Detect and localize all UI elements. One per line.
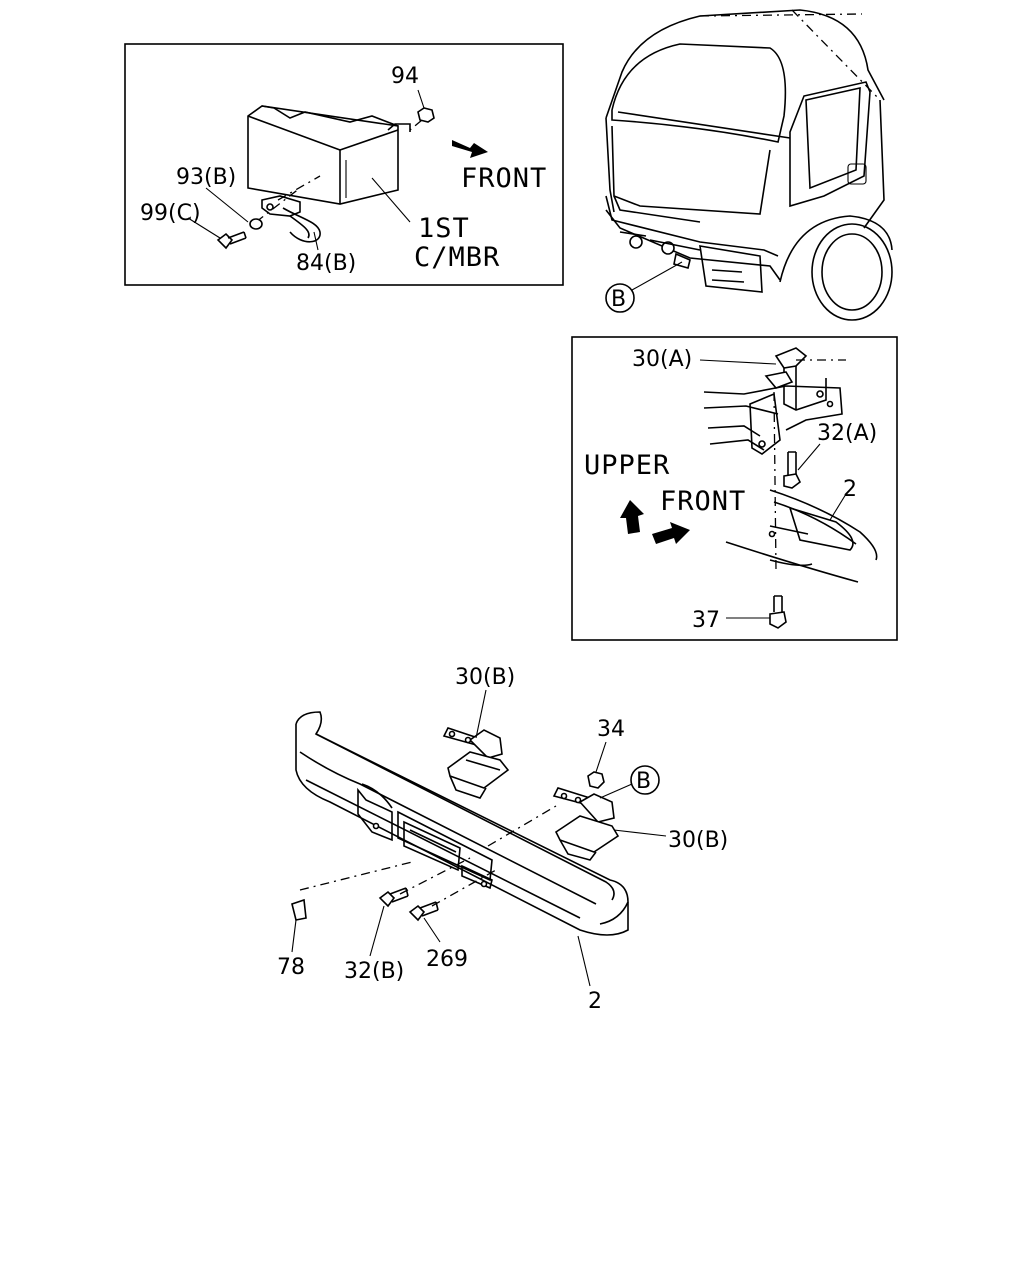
label-c-mbr: C/MBR bbox=[414, 242, 500, 273]
inset-tow-hook: 94 93(B) 99(C) 84(B) FRONT 1ST C/MBR bbox=[124, 43, 564, 286]
inset-bracket-mounting: 30(A) 32(A) UPPER FRONT 2 37 bbox=[571, 336, 898, 641]
label-269: 269 bbox=[426, 947, 468, 972]
front-arrow-icon bbox=[452, 140, 488, 158]
ref-b-circle-bumper bbox=[630, 765, 660, 795]
label-2-bumper: 2 bbox=[588, 989, 602, 1014]
nut-94 bbox=[417, 107, 435, 123]
label-84b: 84(B) bbox=[296, 251, 356, 276]
inset-frame-right bbox=[571, 336, 898, 641]
label-32b: 32(B) bbox=[344, 959, 404, 984]
label-78: 78 bbox=[277, 955, 305, 980]
nut-34 bbox=[587, 771, 605, 789]
label-30a: 30(A) bbox=[632, 347, 692, 372]
bracket-30a bbox=[749, 347, 834, 455]
truck-cab-view: B bbox=[605, 9, 893, 321]
label-1st: 1ST bbox=[418, 213, 470, 244]
label-30b-top: 30(B) bbox=[455, 665, 515, 690]
label-34: 34 bbox=[597, 717, 625, 742]
label-2-right: 2 bbox=[843, 477, 857, 502]
label-32a: 32(A) bbox=[817, 421, 877, 446]
bumper-assembly: 30(B) 34 B 30(B) 78 32(B) 269 2 bbox=[277, 665, 728, 1014]
ref-b-truck: B bbox=[611, 287, 626, 312]
bolt-37 bbox=[769, 595, 787, 629]
bolt-32a bbox=[783, 451, 802, 489]
label-94: 94 bbox=[391, 64, 419, 89]
upper-arrow-icon bbox=[620, 500, 644, 534]
clip-78 bbox=[291, 898, 307, 921]
label-front-right: FRONT bbox=[660, 486, 746, 517]
bolt-269 bbox=[408, 901, 439, 922]
label-upper: UPPER bbox=[584, 450, 670, 481]
ref-b-circle-truck bbox=[605, 283, 635, 313]
label-37: 37 bbox=[692, 608, 720, 633]
label-93b: 93(B) bbox=[176, 165, 236, 190]
tow-hook bbox=[261, 195, 321, 243]
bracket-30b-right bbox=[552, 787, 620, 861]
label-30b-right: 30(B) bbox=[668, 828, 728, 853]
front-arrow-icon-right bbox=[652, 522, 690, 544]
bracket-30b-top bbox=[442, 727, 510, 799]
washer-93b bbox=[249, 218, 263, 230]
label-front: FRONT bbox=[461, 163, 547, 194]
bolt-99c bbox=[216, 231, 247, 250]
bolt-32b bbox=[378, 887, 409, 908]
cross-member bbox=[247, 105, 411, 205]
ref-b-bumper: B bbox=[636, 769, 651, 794]
inset-frame bbox=[124, 43, 564, 286]
label-99c: 99(C) bbox=[140, 201, 201, 226]
